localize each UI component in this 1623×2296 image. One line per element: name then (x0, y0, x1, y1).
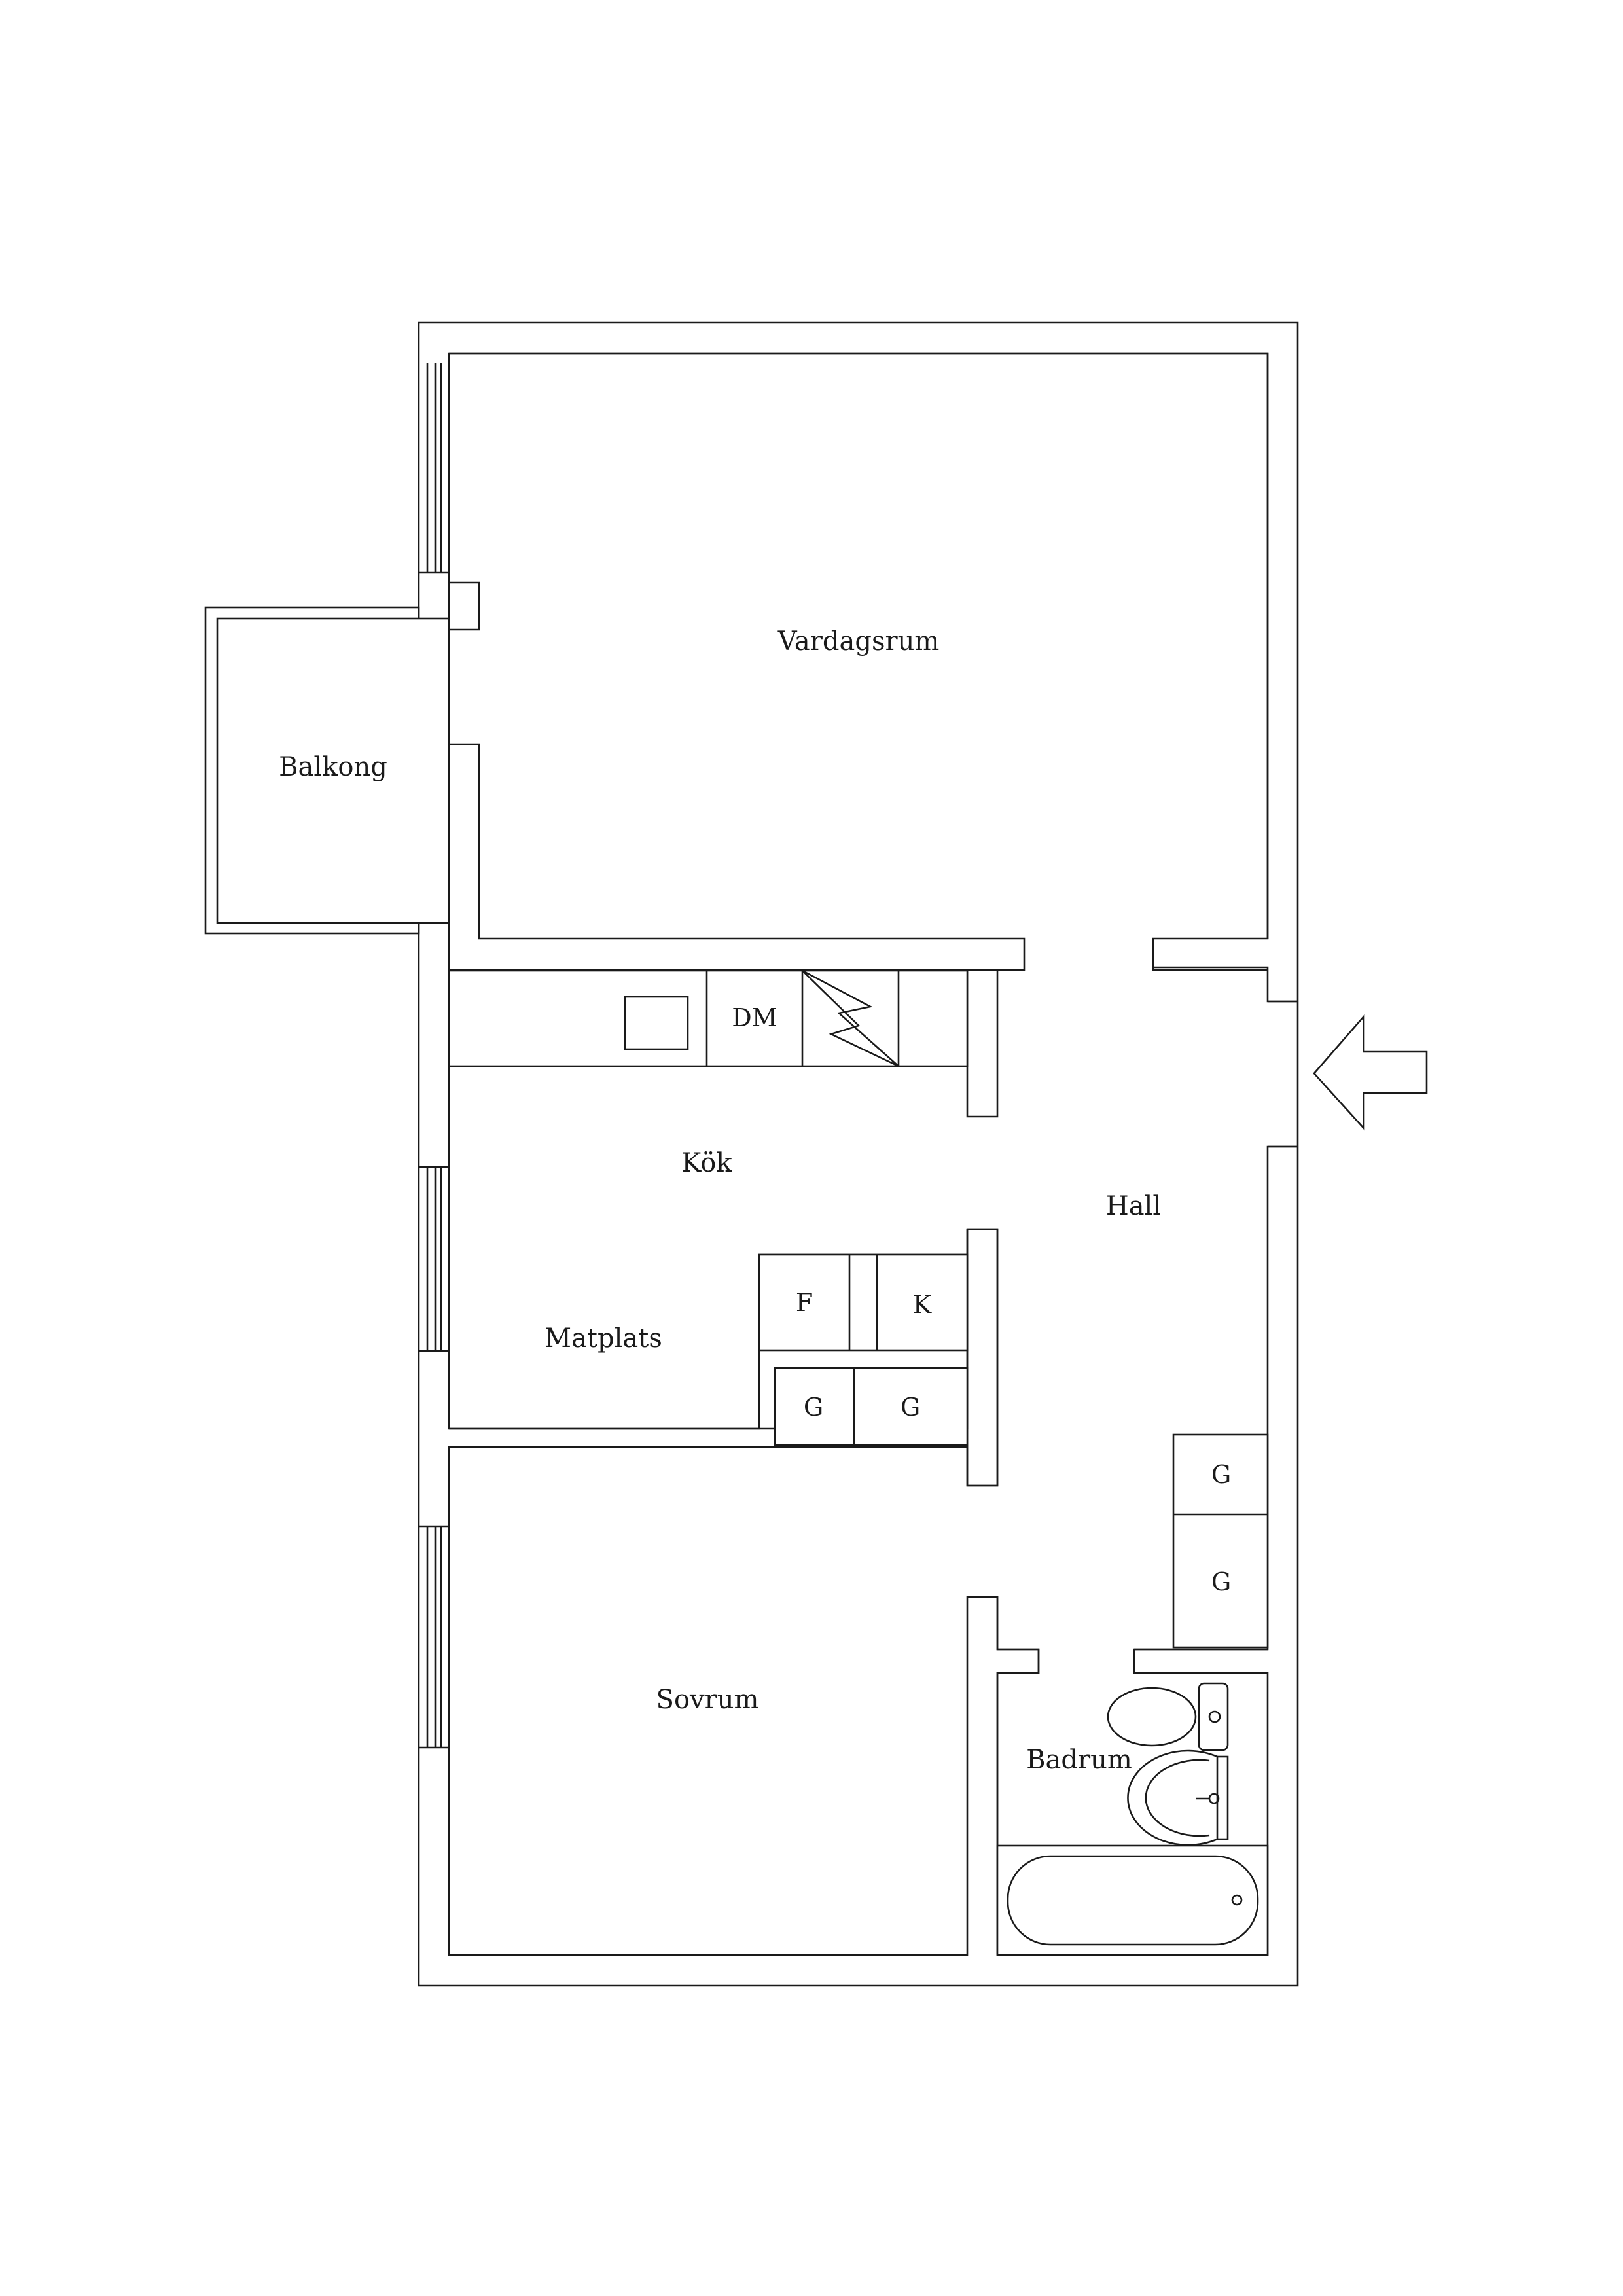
arrow-left-icon (1313, 1014, 1428, 1131)
window-kitchen (419, 1166, 449, 1352)
window-living (426, 363, 442, 573)
toilet-icon (1107, 1682, 1229, 1751)
bathtub-icon (996, 1844, 1269, 1956)
room-label-vardagsrum: Vardagsrum (777, 626, 940, 656)
kitchen-counter (448, 969, 969, 1067)
appliance-label-dishwasher: DM (732, 1003, 777, 1032)
stove-icon (624, 996, 689, 1050)
appliance-label-fridge: F (796, 1288, 813, 1317)
room-label-hall: Hall (1106, 1191, 1161, 1221)
balcony (204, 606, 450, 935)
room-label-badrum: Badrum (1026, 1745, 1132, 1775)
room-label-kok: Kök (681, 1148, 732, 1178)
room-label-sovrum: Sovrum (656, 1685, 759, 1715)
appliance-label-wardrobe-kitchen-2: G (901, 1393, 920, 1422)
windows (419, 363, 449, 1749)
appliance-label-freezer: K (913, 1290, 932, 1319)
lightning-icon (802, 969, 899, 1067)
kitchen-storage (758, 1253, 969, 1446)
appliance-label-wardrobe-kitchen-1: G (804, 1393, 823, 1422)
appliance-label-wardrobe-hall-1: G (1211, 1460, 1231, 1489)
room-label-matplats: Matplats (544, 1323, 662, 1354)
sink-icon (1127, 1749, 1229, 1846)
window-bedroom (419, 1525, 449, 1749)
appliance-label-wardrobe-hall-2: G (1211, 1568, 1231, 1596)
hall-wardrobes (1172, 1433, 1269, 1649)
bathroom-fixtures (996, 1682, 1269, 1956)
room-label-balkong: Balkong (279, 752, 387, 782)
